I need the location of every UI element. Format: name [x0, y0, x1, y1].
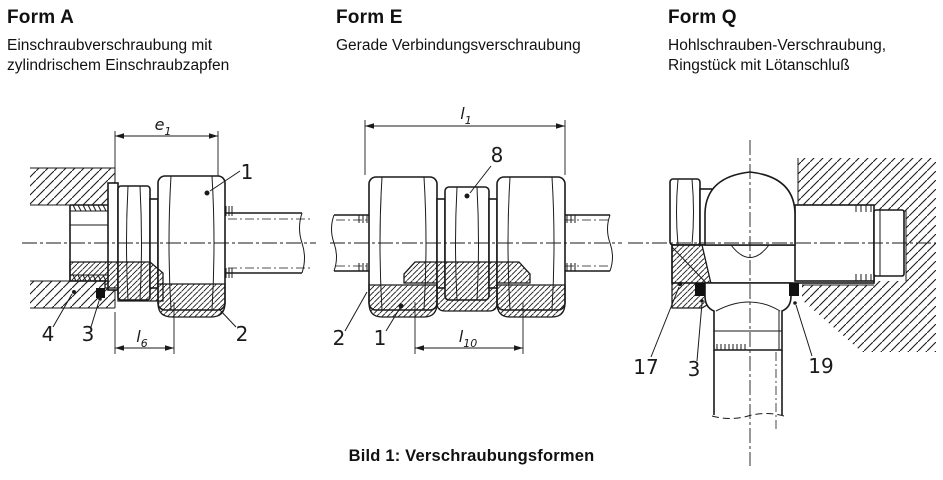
- leader-dot-part-3: [700, 299, 704, 303]
- part-label-1: 1: [374, 326, 387, 350]
- wall-upper-hatch: [798, 158, 936, 243]
- form-a-title: Form A: [7, 7, 74, 28]
- wall-upper-hatch: [30, 168, 115, 205]
- form-q-header: Form Q Hohlschrauben-Verschraubung, Ring…: [668, 7, 920, 77]
- form-e-header: Form E Gerade Verbindungsverschraubung: [336, 7, 641, 56]
- wall-lower-hatch: [30, 281, 115, 308]
- form-q-description: Hohlschrauben-Verschraubung, Ringstück m…: [668, 37, 886, 75]
- tube-left-thread-ticks: [358, 215, 368, 271]
- hex-nut: [669, 178, 701, 246]
- leader-part-17: [650, 286, 680, 358]
- wall-lower-hatch: [802, 243, 936, 352]
- leader-part-4: [52, 293, 73, 328]
- form-q-drawing: 17 3 19: [628, 140, 936, 466]
- leader-part-19: [795, 304, 813, 357]
- leader-dot-part-19: [793, 301, 797, 305]
- dimension-e1: [114, 131, 219, 176]
- form-a-drawing: e1 l6 1 2 3 4: [22, 115, 316, 354]
- part-label-1: 1: [241, 160, 254, 184]
- hex-nut-facets: [676, 178, 694, 246]
- dim-label-l1: l1: [460, 104, 471, 127]
- solder-tube: [713, 350, 783, 415]
- leader-part-3: [696, 302, 703, 362]
- leader-part-3: [90, 300, 100, 328]
- solder-thread-ticks: [716, 344, 746, 350]
- part-label-3: 3: [688, 357, 701, 381]
- tube-break-line: [299, 212, 305, 274]
- leader-part-1: [385, 307, 401, 332]
- form-e-drawing: l1 l10 8 2 1: [330, 104, 622, 354]
- ring-piece: [704, 282, 792, 351]
- tube-right: [565, 214, 610, 272]
- form-q-title: Form Q: [668, 7, 737, 28]
- leader-dot-part-8: [464, 193, 470, 199]
- solder-socket-edges: [714, 311, 782, 350]
- tube-right-thread-ticks: [566, 215, 576, 271]
- leader-part-2: [344, 291, 368, 332]
- cone-slope: [671, 246, 711, 288]
- dome-bore-arc: [730, 244, 770, 258]
- tube: [225, 212, 302, 274]
- dimension-l6: [114, 302, 175, 354]
- leader-dot-part-1: [204, 190, 210, 196]
- screw-thread-ticks: [855, 205, 872, 281]
- figure-caption: Bild 1: Verschraubungsformen: [348, 447, 595, 465]
- leader-dot-part-4: [72, 290, 76, 294]
- union-nut-left-section: [368, 284, 438, 318]
- union-nut-right-section: [496, 284, 566, 318]
- leader-dot-part-3: [98, 297, 102, 301]
- seal-left: [695, 283, 705, 296]
- seal-right: [789, 283, 799, 296]
- tube-thread-ticks: [225, 206, 233, 278]
- dim-label-l10: l10: [459, 327, 477, 350]
- form-a-header: Form A Einschraubverschraubung mit zylin…: [7, 7, 269, 77]
- form-e-title: Form E: [336, 7, 403, 28]
- leader-part-2: [218, 308, 237, 328]
- solder-tube-break: [711, 413, 785, 419]
- ring-waist-arc: [715, 301, 781, 312]
- form-a-description: Einschraubverschraubung mit zylindrische…: [7, 37, 230, 75]
- part-label-19: 19: [808, 354, 833, 378]
- dim-label-l6: l6: [136, 327, 147, 350]
- part-label-2: 2: [236, 322, 249, 346]
- dimension-l1: [364, 120, 566, 175]
- dim-label-e1: e1: [155, 115, 172, 138]
- tube-right-break: [607, 214, 613, 272]
- body-section: [69, 261, 164, 302]
- leader-dot-part-1: [398, 303, 404, 309]
- leader-part-1: [209, 170, 241, 192]
- tube-phantom-lines: [228, 218, 312, 269]
- form-e-description: Gerade Verbindungsverschraubung: [336, 37, 581, 54]
- part-label-3: 3: [82, 322, 95, 346]
- seal-ring: [96, 288, 105, 298]
- part-label-8: 8: [491, 143, 504, 167]
- leader-part-8: [469, 165, 492, 194]
- leader-dot-part-17: [677, 281, 683, 287]
- part-label-17: 17: [633, 355, 658, 379]
- part-label-4: 4: [42, 322, 55, 346]
- union-nut-section: [157, 283, 226, 318]
- dimension-l10: [414, 302, 524, 354]
- part-label-2: 2: [333, 326, 346, 350]
- wall-lower-edges: [802, 243, 907, 286]
